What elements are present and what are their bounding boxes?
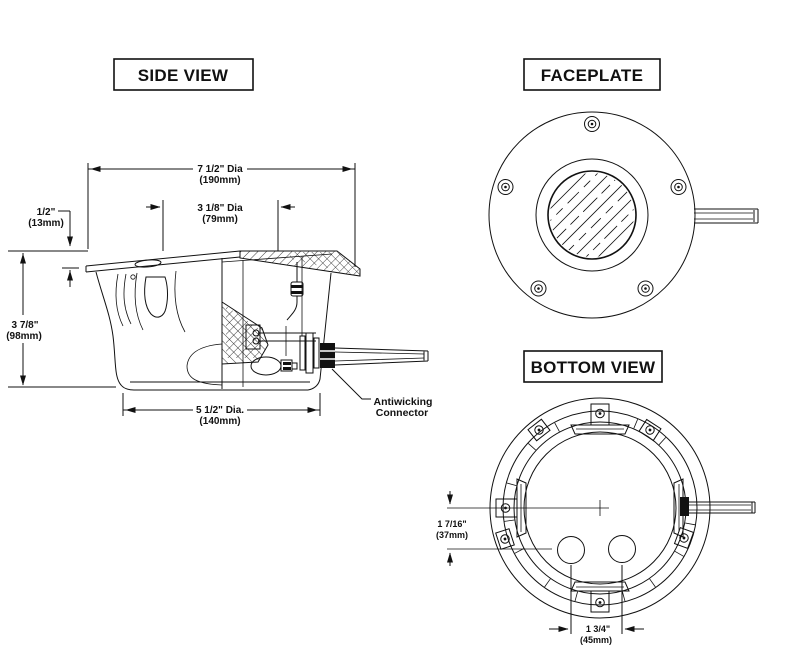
rib-cutout <box>144 276 169 318</box>
faceplate-screw-bottom-left <box>530 280 547 297</box>
antiwicking-connector <box>299 332 335 374</box>
faceplate-title: FACEPLATE <box>541 66 644 85</box>
faceplate-screw-right <box>670 179 687 195</box>
bottom-hole-left <box>557 536 585 564</box>
dim-lip-value: 1/2" <box>37 207 56 218</box>
side-cable <box>334 347 429 366</box>
side-view-dimensions: 7 1/2" Dia (190mm) 3 1/8" Dia (79mm) 1/2… <box>6 163 432 427</box>
dim-outer-dia-value: 7 1/2" Dia <box>197 164 243 175</box>
faceplate-drawing <box>488 111 759 319</box>
dim-height-value: 3 7/8" <box>12 320 39 331</box>
body-left-wall <box>95 271 135 391</box>
lamp-wire <box>286 262 298 321</box>
dim-inner-dia-value: 3 1/8" Dia <box>197 203 243 214</box>
dim-lip-metric: (13mm) <box>28 218 64 229</box>
side-view-title-box: SIDE VIEW <box>113 58 254 91</box>
bottom-screw-lower-left <box>495 528 515 550</box>
side-view-title: SIDE VIEW <box>138 66 229 85</box>
bottom-view-title-box: BOTTOM VIEW <box>523 350 663 383</box>
bottom-hole-right <box>608 535 636 563</box>
tab-top <box>570 403 630 435</box>
side-view-drawing <box>8 250 429 400</box>
dim-height-metric: (98mm) <box>6 331 42 342</box>
terminal-rods <box>258 332 316 342</box>
faceplate-screw-left <box>497 179 514 195</box>
lamp-bulb <box>250 356 282 376</box>
bottom-view-drawing <box>447 397 756 619</box>
bottom-view-dimensions: 1 7/16" (37mm) 1 3/4" (45mm) <box>436 491 644 645</box>
center-mark <box>447 500 609 516</box>
bottom-cable <box>680 497 756 516</box>
faceplate-cable <box>694 208 759 224</box>
dim-hole-spacing-metric: (45mm) <box>580 635 612 645</box>
faceplate-outer-ring <box>488 111 696 319</box>
ring-segment-lines <box>504 418 696 602</box>
faceplate-inner-ring <box>535 158 649 272</box>
lens-glass-hatching <box>550 173 634 257</box>
connector-label-line1: Antiwicking <box>374 396 433 408</box>
tab-bottom <box>570 581 630 613</box>
faceplate-screw-top <box>584 116 600 132</box>
bottom-view-title: BOTTOM VIEW <box>531 358 656 377</box>
body-right-wall <box>307 272 332 391</box>
dim-body-dia-metric: (140mm) <box>199 416 240 427</box>
faceplate-screw-bottom-right <box>637 280 654 297</box>
dim-outer-dia-metric: (190mm) <box>199 175 240 186</box>
dim-inner-dia-metric: (79mm) <box>202 214 238 225</box>
faceplate-lens <box>547 170 637 260</box>
dim-body-dia-value: 5 1/2" Dia. <box>196 405 244 416</box>
dim-center-offset-value: 1 7/16" <box>437 519 466 529</box>
dim-center-offset-metric: (37mm) <box>436 530 468 540</box>
flange-slot <box>134 259 162 268</box>
connector-label-line2: Connector <box>376 407 429 419</box>
connector-leader-line <box>331 368 371 400</box>
dim-hole-spacing-value: 1 3/4" <box>586 624 610 634</box>
faceplate-title-box: FACEPLATE <box>523 58 661 91</box>
tab-right <box>673 478 684 538</box>
